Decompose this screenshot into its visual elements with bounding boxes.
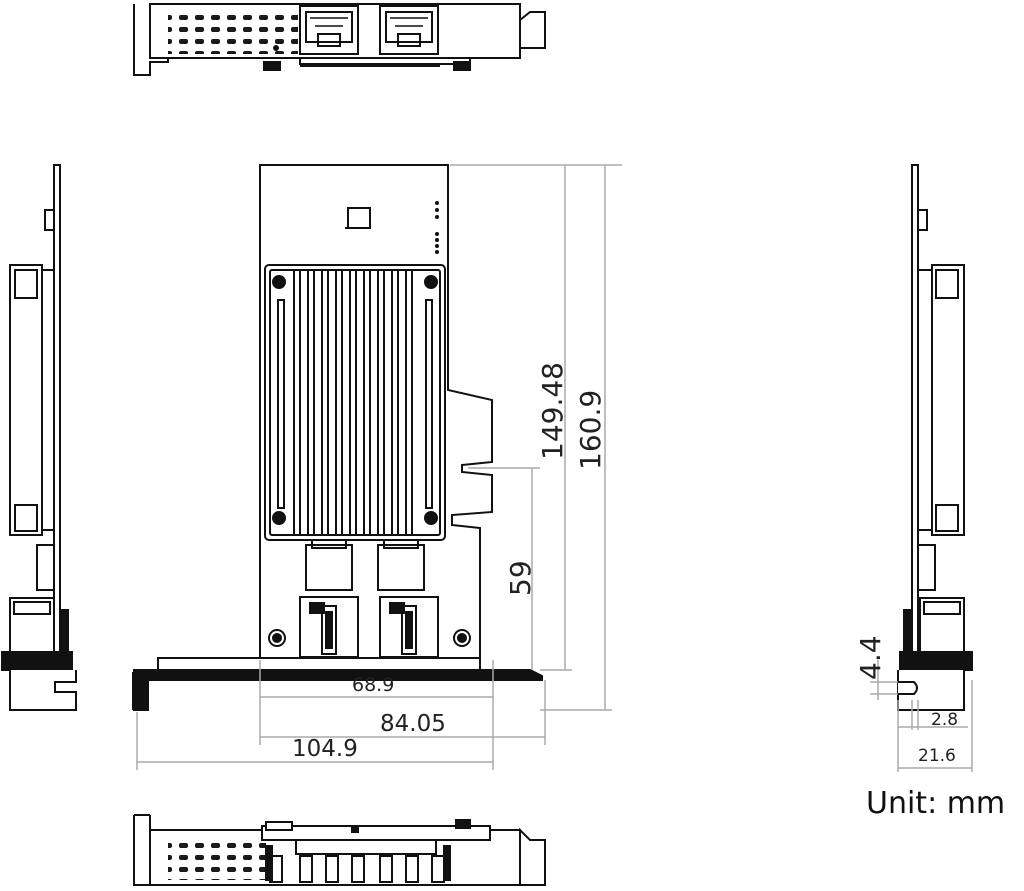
dim-height-board: 149.48 bbox=[536, 362, 569, 460]
dim-width-total: 104.9 bbox=[292, 736, 358, 762]
top-view bbox=[133, 3, 546, 76]
dim-width-pcb: 68.9 bbox=[352, 674, 394, 696]
right-side-view bbox=[897, 164, 973, 711]
rj45-port-front-2 bbox=[379, 596, 439, 658]
dim-bracket-offset: 4.4 bbox=[854, 635, 887, 680]
rj45-port-front-1 bbox=[299, 596, 359, 658]
rj45-port-top-2 bbox=[379, 5, 439, 55]
dim-bracket-thickness: 2.8 bbox=[931, 710, 958, 730]
dimension-lines bbox=[136, 164, 622, 770]
left-side-view bbox=[1, 164, 77, 711]
led-dots bbox=[435, 201, 439, 254]
dim-width-board: 84.05 bbox=[380, 711, 446, 737]
front-view bbox=[132, 164, 543, 711]
bottom-view bbox=[133, 814, 546, 886]
dim-side-depth: 21.6 bbox=[918, 746, 956, 766]
heatsink-screws bbox=[272, 275, 438, 525]
dim-height-total: 160.9 bbox=[574, 390, 607, 470]
rj45-port-top-1 bbox=[299, 5, 359, 55]
heatsink bbox=[264, 264, 446, 541]
dim-height-slot: 59 bbox=[504, 560, 537, 596]
unit-label: Unit: mm bbox=[866, 786, 1006, 821]
right-dimension-lines bbox=[870, 660, 973, 772]
bracket bbox=[132, 657, 543, 711]
